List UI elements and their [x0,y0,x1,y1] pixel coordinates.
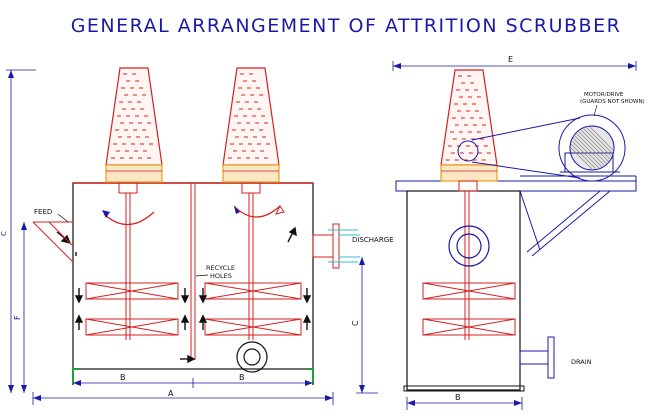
feed-label: FEED [34,208,52,216]
side-frame [395,175,637,257]
dim-b-side: B [455,393,461,402]
front-view: FEED DISCHARGE RECYCLE HOLES [0,67,394,405]
base-markers [72,368,314,385]
side-drain [519,336,555,379]
dim-a: A [168,389,174,398]
discharge-label: DISCHARGE [352,236,394,244]
discharge-nozzle [312,223,360,269]
motor-label-1: MOTOR/DRIVE [584,92,624,98]
motor-label-2: (GUARDS NOT SHOWN) [580,99,645,105]
recycle-label-2: HOLES [210,272,232,280]
dim-f: F [13,315,22,320]
side-dim-b [406,397,523,410]
dim-b-right: B [239,373,245,382]
right-motor [222,67,280,194]
dim-c-right: C [351,320,360,326]
dim-b-left: B [120,373,126,382]
drain-label: DRAIN [571,358,592,366]
right-impeller-assembly [204,193,302,340]
side-view: E [392,55,645,410]
drive-motor [457,114,626,182]
left-rotation-arrow [103,211,155,226]
motor-hatch [570,126,614,170]
flow-arrows [56,226,312,364]
side-impeller-assembly [422,191,516,340]
side-tank-base [403,385,525,392]
front-dimensions [6,69,378,405]
left-impeller-assembly [85,193,179,340]
recycle-label-1: RECYCLE [206,264,235,272]
front-drain-port [236,341,268,373]
feed-chute [32,221,74,263]
left-motor [105,67,163,194]
dim-e: E [508,55,513,64]
side-discharge-port [448,225,490,267]
right-rotation-arrow [233,205,281,218]
side-motor [440,69,498,192]
dim-c-left: C [0,231,8,236]
drawing-title: GENERAL ARRANGEMENT OF ATTRITION SCRUBBE… [71,15,622,37]
side-dim-e [392,61,637,71]
